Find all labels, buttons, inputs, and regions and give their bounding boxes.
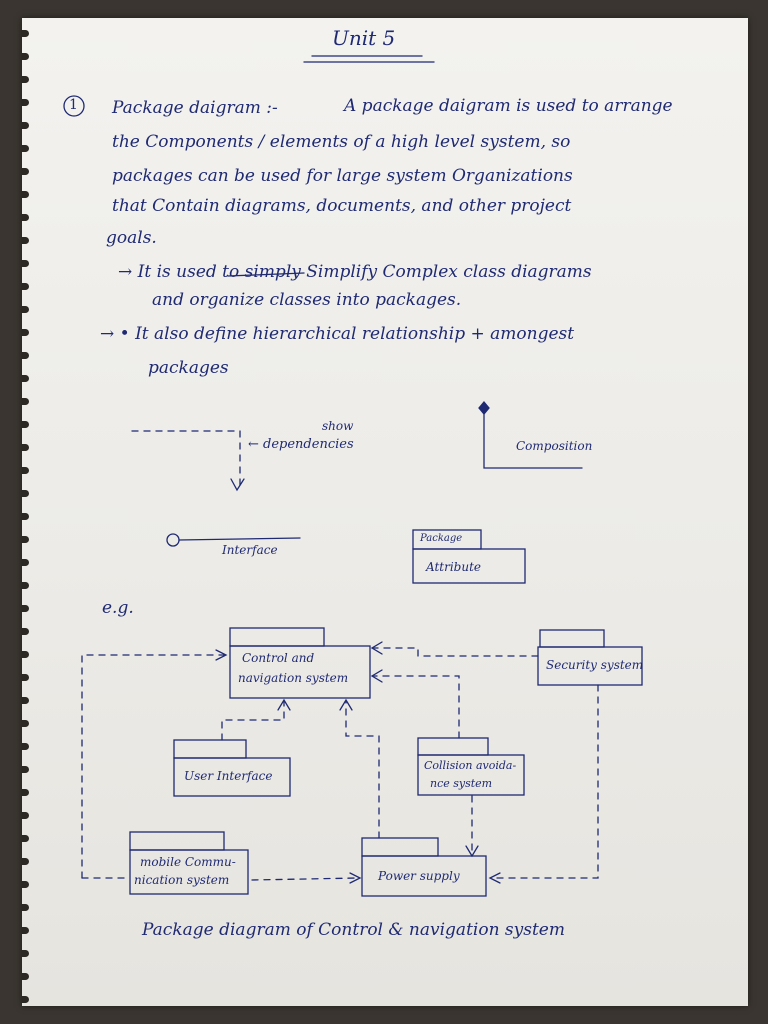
power-package-tab: [361, 837, 439, 857]
spiral-binding: [22, 18, 40, 1006]
binding-hole: [22, 99, 29, 106]
binding-hole: [22, 697, 29, 704]
binding-hole: [22, 306, 29, 313]
binding-hole: [22, 352, 29, 359]
binding-hole: [22, 260, 29, 267]
interface-circle-icon: [166, 533, 180, 547]
strike-through: [227, 272, 305, 277]
package-legend-body-label: Attribute: [426, 560, 482, 574]
interface-line-icon: [178, 537, 301, 541]
binding-hole: [22, 168, 29, 175]
binding-hole: [22, 145, 29, 152]
control-package-tab: [229, 627, 325, 647]
item-number-circle: [63, 95, 85, 117]
diagram-caption: Package diagram of Control & navigation …: [142, 920, 565, 940]
binding-hole: [22, 720, 29, 727]
dependency-label: ← dependencies: [248, 437, 354, 452]
binding-hole: [22, 375, 29, 382]
security-package-body: [537, 646, 643, 686]
composition-line-icon: [483, 413, 583, 469]
dependency-arrow-icon: [230, 478, 245, 492]
collision-label: Collision avoida-: [424, 759, 517, 772]
binding-hole: [22, 835, 29, 842]
binding-hole: [22, 444, 29, 451]
binding-hole: [22, 674, 29, 681]
control-label: Control and: [242, 651, 315, 665]
composition-label: Composition: [516, 439, 593, 453]
paragraph-line: packages can be used for large system Or…: [112, 166, 573, 186]
binding-hole: [22, 904, 29, 911]
ui-package-tab: [173, 739, 247, 759]
binding-hole: [22, 467, 29, 474]
binding-hole: [22, 421, 29, 428]
eg-label: e.g.: [102, 598, 134, 618]
binding-hole: [22, 513, 29, 520]
binding-hole: [22, 582, 29, 589]
binding-hole: [22, 559, 29, 566]
section-heading: Package daigram :-: [112, 98, 278, 118]
mobile-package-tab: [129, 831, 225, 851]
collision-package-tab: [417, 737, 489, 756]
binding-hole: [22, 628, 29, 635]
binding-hole: [22, 789, 29, 796]
binding-hole: [22, 996, 29, 1003]
binding-hole: [22, 398, 29, 405]
bullet-line: packages: [148, 358, 229, 378]
ui-package-body: [173, 757, 291, 797]
binding-hole: [22, 766, 29, 773]
binding-hole: [22, 973, 29, 980]
paragraph-line: that Contain diagrams, documents, and ot…: [112, 196, 572, 216]
paragraph-line: A package daigram is used to arrange: [344, 96, 673, 116]
drawing-layer: [63, 55, 643, 897]
interface-label: Interface: [222, 543, 278, 557]
binding-hole: [22, 812, 29, 819]
binding-hole: [22, 950, 29, 957]
security-package-tab: [539, 629, 605, 648]
binding-hole: [22, 881, 29, 888]
page-title: Unit 5: [332, 26, 396, 50]
package-legend-body: [412, 548, 526, 584]
bullet-line: → • It also define hierarchical relation…: [100, 324, 575, 344]
collision-package-body: [417, 754, 525, 796]
binding-hole: [22, 214, 29, 221]
binding-hole: [22, 536, 29, 543]
power-package-body: [361, 855, 487, 897]
binding-hole: [22, 743, 29, 750]
notebook-page: Unit 5 1 Package daigram :- A package da…: [22, 18, 748, 1006]
package-legend-tab-label: Package: [420, 533, 463, 544]
dependency-line-icon: [131, 430, 241, 489]
mobile-package-body: [129, 849, 249, 895]
binding-hole: [22, 651, 29, 658]
power-label: Power supply: [378, 869, 460, 883]
control-label: navigation system: [238, 671, 349, 685]
binding-hole: [22, 858, 29, 865]
binding-hole: [22, 329, 29, 336]
composition-diamond-icon: [478, 400, 490, 416]
ui-label: User Interface: [184, 769, 273, 783]
item-number: 1: [69, 97, 78, 113]
binding-hole: [22, 76, 29, 83]
binding-hole: [22, 53, 29, 60]
paragraph-line: the Components / elements of a high leve…: [112, 132, 571, 152]
security-label: Security system: [546, 658, 644, 672]
bullet-line: and organize classes into packages.: [152, 290, 462, 310]
binding-hole: [22, 30, 29, 37]
binding-hole: [22, 283, 29, 290]
binding-hole: [22, 237, 29, 244]
paragraph-line: goals.: [106, 228, 157, 248]
bullet-line: → It is used to simply Simplify Complex …: [118, 262, 592, 282]
binding-hole: [22, 927, 29, 934]
control-package-body: [229, 645, 371, 699]
binding-hole: [22, 490, 29, 497]
binding-hole: [22, 122, 29, 129]
collision-label: nce system: [430, 777, 493, 790]
mobile-label: nication system: [134, 873, 230, 887]
binding-hole: [22, 191, 29, 198]
binding-hole: [22, 605, 29, 612]
mobile-label: mobile Commu-: [140, 855, 236, 869]
dependency-note: show: [322, 419, 354, 433]
